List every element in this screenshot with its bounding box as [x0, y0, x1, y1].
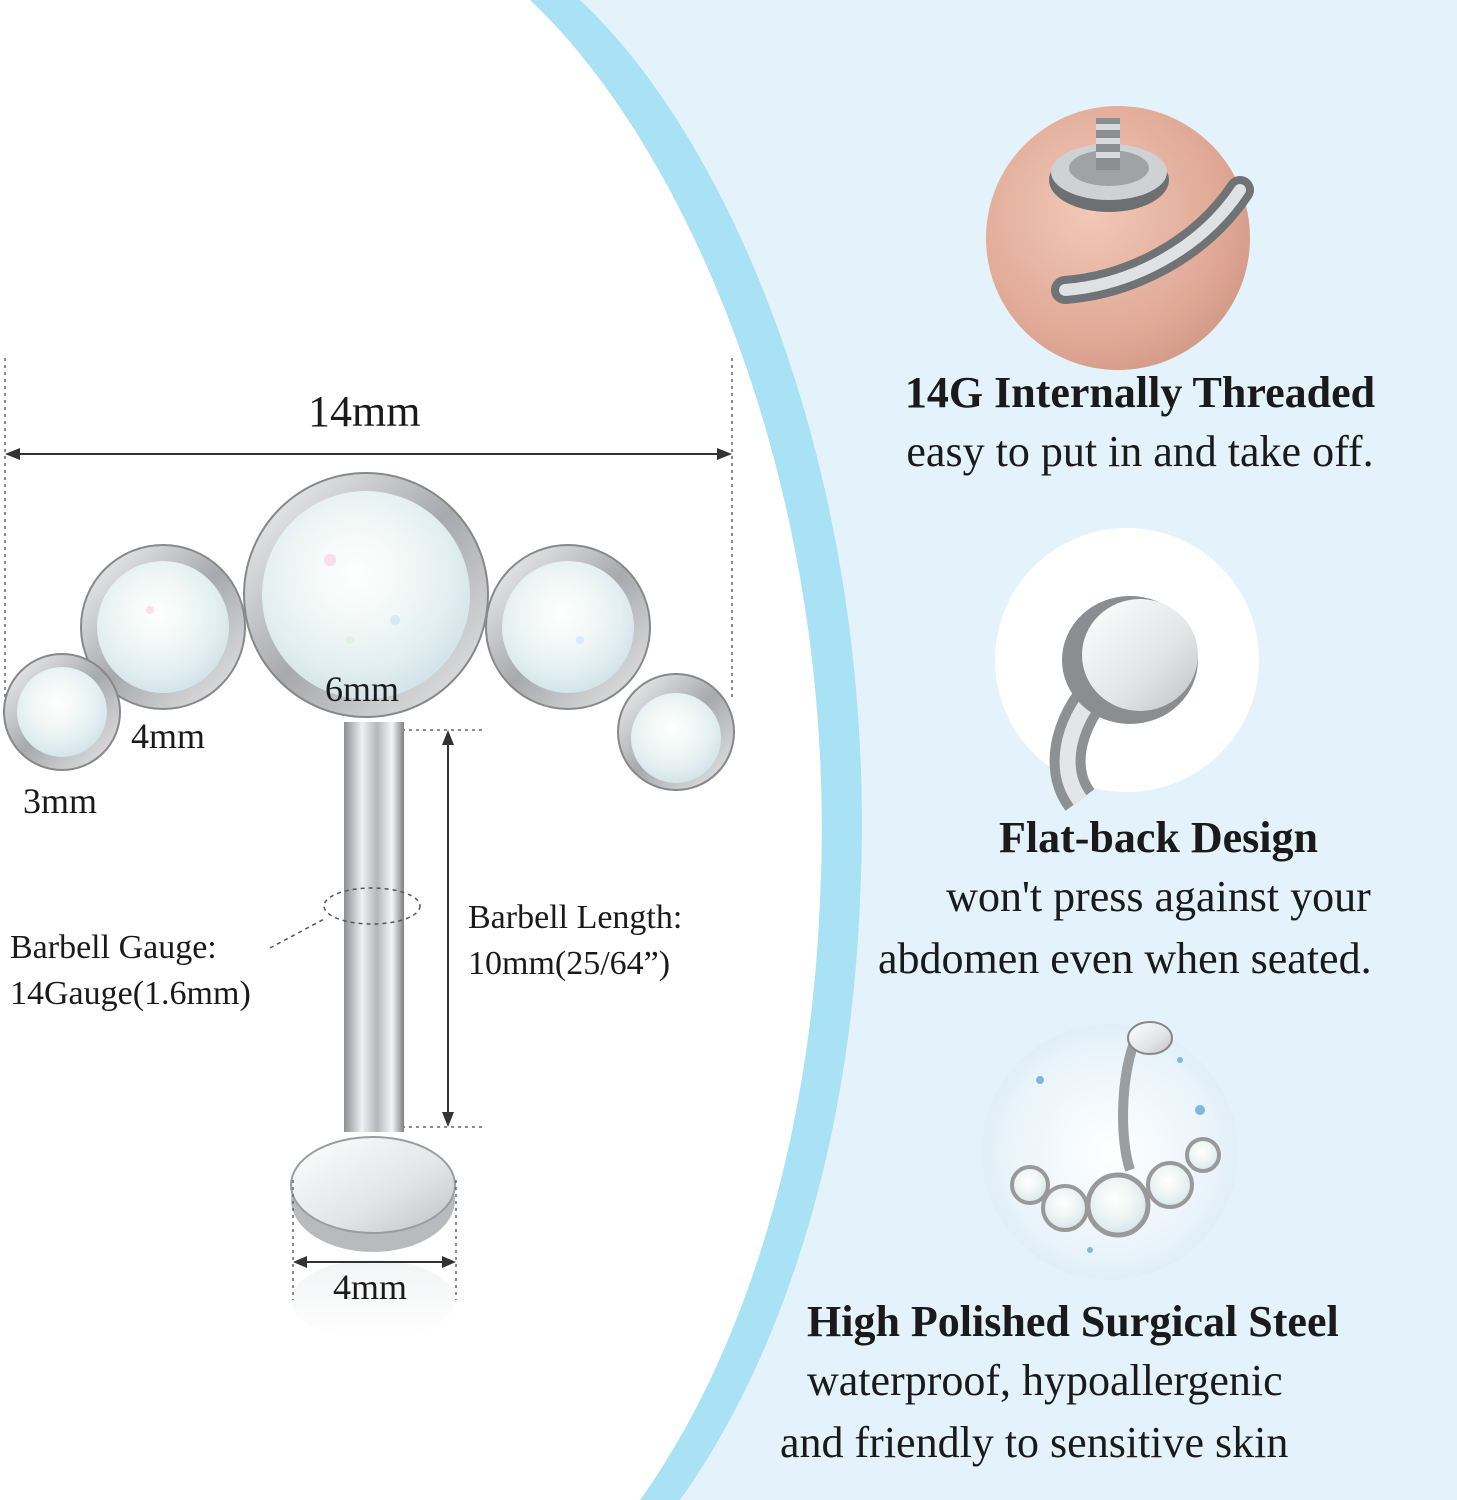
disc-reflection	[291, 1260, 455, 1340]
disc-arrowhead-left	[293, 1256, 307, 1268]
small-opal-label: 3mm	[23, 781, 98, 821]
length-arrowhead-bottom	[442, 1112, 454, 1127]
opal-cluster	[3, 472, 735, 791]
light-blue-panel	[580, 0, 1457, 1500]
disc-face	[290, 1136, 456, 1234]
barbell-shaft	[344, 722, 404, 1132]
medium-opal-label: 4mm	[131, 716, 206, 756]
width-arrowhead-right	[717, 448, 732, 460]
threaded-closeup-photo	[986, 106, 1254, 370]
feature-steel-title: High Polished Surgical Steel	[807, 1297, 1339, 1346]
flat-back-closeup-photo	[995, 528, 1259, 811]
feature-steel-desc-1: waterproof, hypoallergenic	[807, 1356, 1283, 1405]
length-value: 10mm(25/64”)	[468, 945, 671, 982]
barbell-gauge-label: Barbell Gauge: 14Gauge(1.6mm)	[10, 925, 251, 1017]
gauge-title: Barbell Gauge:	[10, 929, 217, 966]
feature-flat-back-desc-1: won't press against your	[946, 872, 1371, 921]
gauge-value: 14Gauge(1.6mm)	[10, 975, 251, 1012]
feature-steel-desc-2: and friendly to sensitive skin	[780, 1418, 1289, 1467]
gauge-marker	[323, 887, 421, 925]
feature-threaded-desc: easy to put in and take off.	[906, 427, 1374, 476]
width-arrowhead-left	[5, 448, 20, 460]
disc-diameter-label: 4mm	[333, 1267, 408, 1307]
waterproof-photo	[982, 1021, 1238, 1280]
large-opal-label: 6mm	[325, 669, 400, 709]
feature-threaded-title: 14G Internally Threaded	[904, 368, 1376, 417]
barbell-length-label: Barbell Length: 10mm(25/64”)	[468, 895, 682, 987]
feature-threaded: 14G Internally Threaded easy to put in a…	[845, 365, 1435, 483]
disc-arrowhead-right	[442, 1256, 456, 1268]
feature-flat-back: Flat-back Design won't press against you…	[860, 810, 1457, 990]
feature-steel: High Polished Surgical Steel waterproof,…	[775, 1294, 1457, 1474]
feature-flat-back-title: Flat-back Design	[999, 813, 1318, 862]
feature-flat-back-desc-2: abdomen even when seated.	[878, 934, 1372, 983]
length-arrowhead-top	[442, 730, 454, 745]
width-label: 14mm	[308, 387, 421, 436]
gauge-pointer	[269, 917, 327, 949]
length-title: Barbell Length:	[468, 899, 683, 936]
